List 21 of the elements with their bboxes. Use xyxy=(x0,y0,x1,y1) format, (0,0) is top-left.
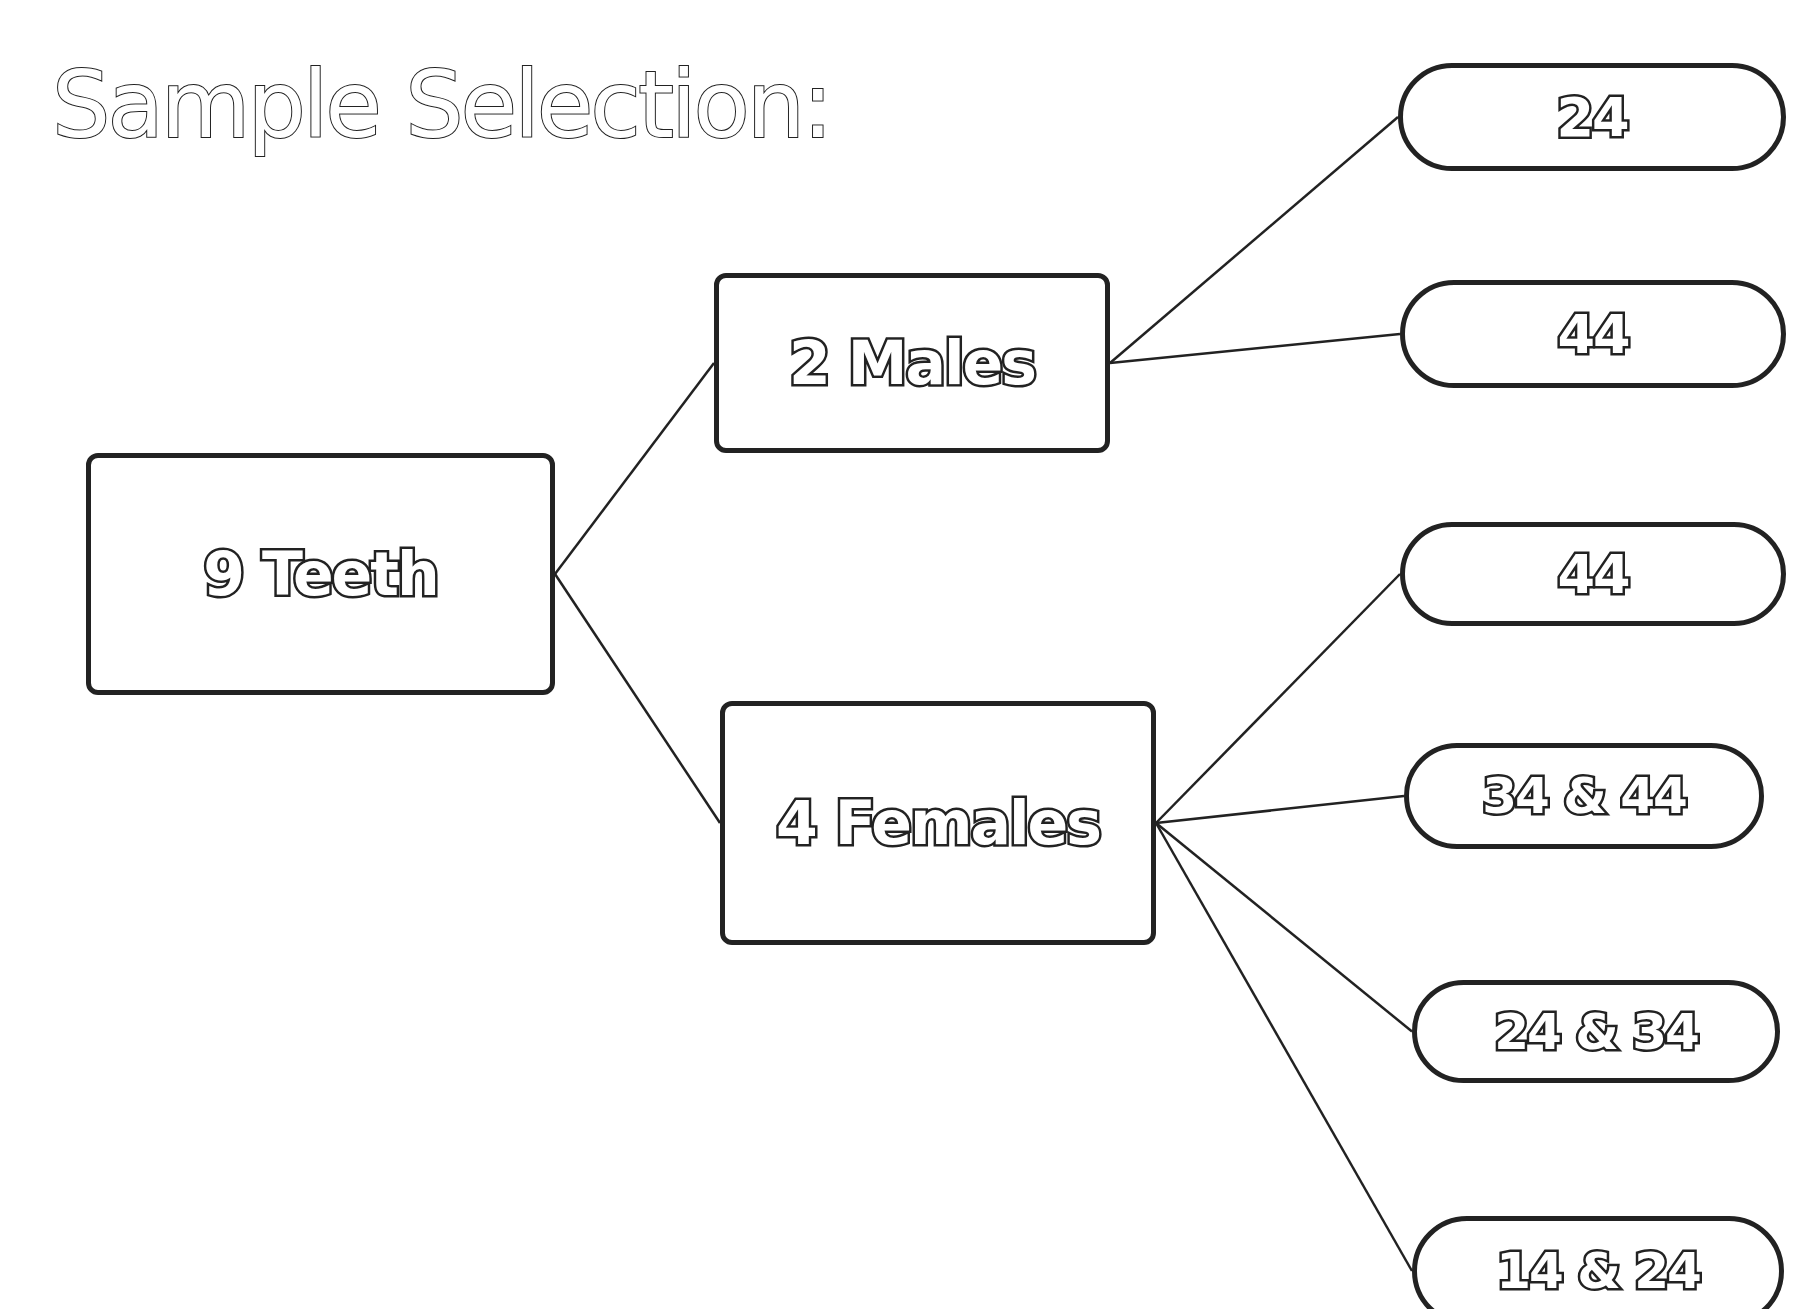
connector-line xyxy=(1109,332,1401,365)
node-label: 34 & 44 xyxy=(1482,767,1686,825)
process-box xyxy=(720,701,1156,945)
process-box xyxy=(714,273,1110,453)
connector-line xyxy=(1109,116,1399,364)
node-label: 4 Females xyxy=(776,788,1100,858)
process-box xyxy=(86,453,555,695)
connector-line xyxy=(553,573,722,824)
connector-line xyxy=(1154,822,1414,1272)
node-label: 9 Teeth xyxy=(203,539,438,609)
connector-line xyxy=(1155,573,1401,824)
node-label: 2 Males xyxy=(789,328,1035,398)
connector-line xyxy=(1155,822,1413,1033)
connector-line xyxy=(554,362,715,575)
node-label: 44 xyxy=(1557,302,1629,366)
connector-line xyxy=(1155,794,1405,825)
node-label: 24 xyxy=(1556,85,1628,149)
node-label: 14 & 24 xyxy=(1496,1242,1700,1300)
node-label: 24 & 34 xyxy=(1494,1002,1698,1061)
title: Sample Selection: xyxy=(52,52,831,159)
node-label: 44 xyxy=(1557,542,1629,606)
